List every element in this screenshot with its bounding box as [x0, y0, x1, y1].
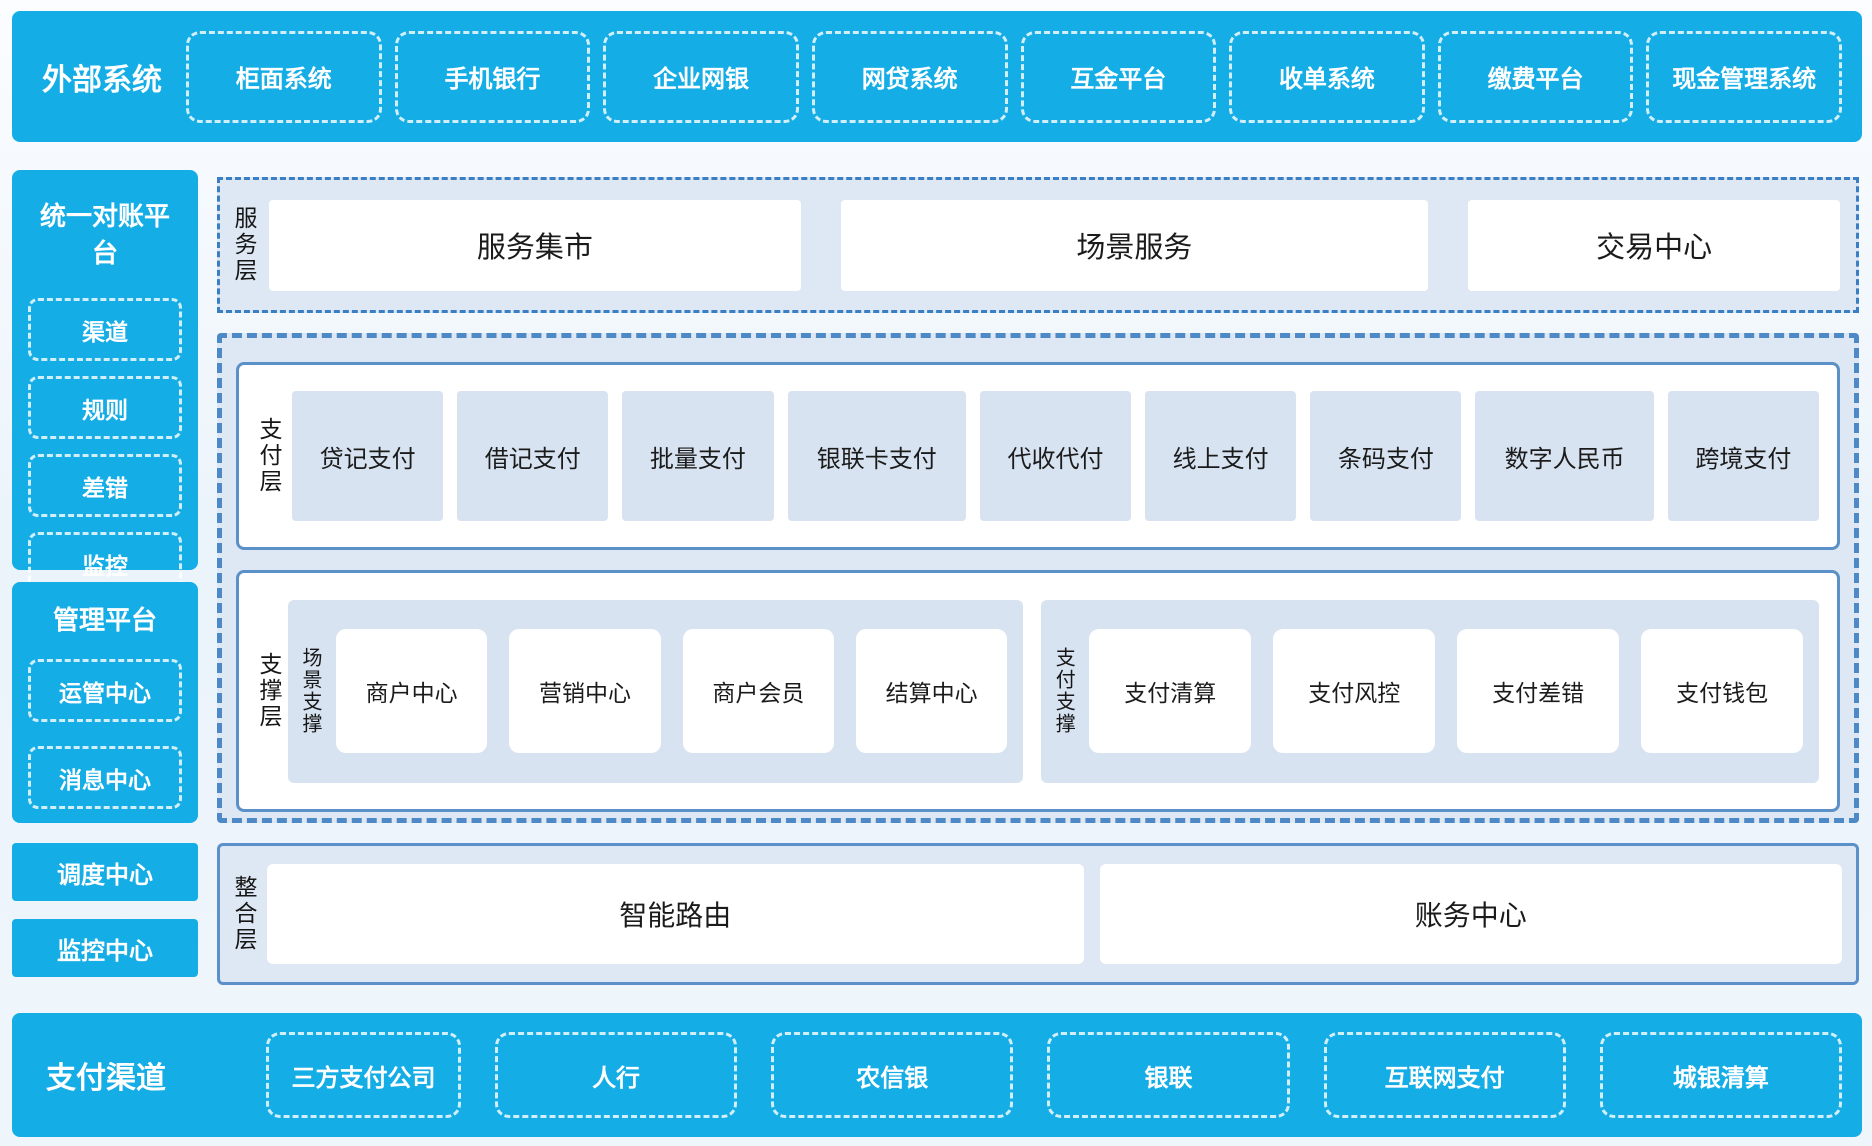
scene-support-items: 商户中心 营销中心 商户会员 结算中心 [336, 629, 1008, 753]
reconciliation-item: 渠道 [28, 298, 182, 361]
payment-item: 借记支付 [457, 391, 609, 521]
payment-channel-item: 农信银 [771, 1032, 1014, 1118]
integration-layer-label: 整合层 [231, 875, 257, 953]
payment-channels-items: 三方支付公司 人行 农信银 银联 互联网支付 城银清算 [266, 1032, 1842, 1118]
payment-item: 代收代付 [979, 391, 1132, 521]
external-system-item: 柜面系统 [186, 30, 382, 123]
payment-channels-band: 支付渠道 三方支付公司 人行 农信银 银联 互联网支付 城银清算 [12, 1013, 1862, 1137]
support-item: 支付风控 [1273, 629, 1436, 753]
payment-item: 条码支付 [1310, 391, 1462, 521]
support-item: 商户会员 [682, 629, 834, 753]
external-system-item: 现金管理系统 [1646, 30, 1842, 123]
external-system-item: 企业网银 [603, 30, 799, 123]
external-systems-band: 外部系统 柜面系统 手机银行 企业网银 网贷系统 互金平台 收单系统 缴费平台 … [12, 11, 1862, 142]
payment-support-items: 支付清算 支付风控 支付差错 支付钱包 [1089, 629, 1804, 753]
scene-support-group: 场景支撑 商户中心 营销中心 商户会员 结算中心 [288, 599, 1024, 783]
support-item: 支付钱包 [1641, 629, 1804, 753]
payment-item: 贷记支付 [292, 391, 444, 521]
management-platform-title: 管理平台 [52, 605, 157, 635]
integration-item: 账务中心 [1099, 864, 1842, 964]
integration-layer-items: 智能路由 账务中心 [267, 864, 1842, 964]
reconciliation-platform-panel: 统一对账平台 渠道 规则 差错 监控 [12, 170, 198, 595]
external-systems-title: 外部系统 [42, 63, 162, 97]
monitor-center-box: 监控中心 [12, 919, 198, 977]
external-systems-items: 柜面系统 手机银行 企业网银 网贷系统 互金平台 收单系统 缴费平台 现金管理系… [186, 30, 1842, 123]
support-item: 商户中心 [336, 629, 488, 753]
reconciliation-platform-items: 渠道 规则 差错 监控 [28, 298, 182, 595]
service-layer-label: 服务层 [231, 206, 257, 284]
external-system-item: 手机银行 [394, 30, 591, 123]
support-item: 支付差错 [1457, 629, 1620, 753]
payment-item: 批量支付 [622, 391, 774, 521]
service-item: 场景服务 [840, 199, 1429, 291]
payment-support-label: 支付支撑 [1052, 647, 1075, 735]
external-system-item: 收单系统 [1229, 30, 1425, 123]
external-system-item: 缴费平台 [1437, 30, 1634, 123]
payment-layer-label: 支付层 [256, 417, 282, 495]
support-layer-groups: 场景支撑 商户中心 营销中心 商户会员 结算中心 支付支撑 支付清算 支付风控 … [288, 599, 1819, 783]
payment-layer: 支付层 贷记支付 借记支付 批量支付 银联卡支付 代收代付 线上支付 条码支付 … [236, 362, 1840, 550]
payment-channels-title: 支付渠道 [46, 1062, 166, 1095]
reconciliation-item: 差错 [28, 454, 182, 517]
management-item: 运管中心 [28, 659, 182, 722]
payment-item: 银联卡支付 [787, 391, 966, 521]
payment-channel-item: 互联网支付 [1323, 1032, 1566, 1118]
support-layer-label: 支撑层 [256, 652, 282, 730]
service-item: 交易中心 [1468, 199, 1840, 291]
support-item: 结算中心 [855, 629, 1008, 753]
payment-layer-items: 贷记支付 借记支付 批量支付 银联卡支付 代收代付 线上支付 条码支付 数字人民… [292, 391, 1819, 521]
support-layer: 支撑层 场景支撑 商户中心 营销中心 商户会员 结算中心 支付支撑 支付清算 支… [236, 570, 1840, 812]
service-layer-items: 服务集市 场景服务 交易中心 [269, 199, 1840, 291]
support-item: 营销中心 [509, 629, 661, 753]
integration-item: 智能路由 [267, 864, 1084, 964]
service-layer: 服务层 服务集市 场景服务 交易中心 [217, 177, 1859, 313]
payment-channel-item: 三方支付公司 [266, 1032, 461, 1118]
service-item: 服务集市 [269, 199, 801, 291]
integration-layer: 整合层 智能路由 账务中心 [217, 843, 1859, 985]
external-system-item: 互金平台 [1020, 30, 1217, 123]
payment-item: 跨境支付 [1667, 391, 1819, 521]
payment-item: 线上支付 [1145, 391, 1297, 521]
support-item: 支付清算 [1089, 629, 1252, 753]
payment-item: 数字人民币 [1475, 391, 1654, 521]
external-system-item: 网贷系统 [811, 30, 1008, 123]
core-layers-container: 支付层 贷记支付 借记支付 批量支付 银联卡支付 代收代付 线上支付 条码支付 … [217, 333, 1859, 823]
reconciliation-item: 规则 [28, 376, 182, 439]
payment-channel-item: 人行 [494, 1032, 738, 1118]
scene-support-label: 场景支撑 [299, 647, 321, 735]
management-item: 消息中心 [28, 746, 182, 809]
payment-support-group: 支付支撑 支付清算 支付风控 支付差错 支付钱包 [1041, 599, 1819, 783]
payment-channel-item: 城银清算 [1599, 1032, 1842, 1118]
payment-channel-item: 银联 [1047, 1032, 1290, 1118]
reconciliation-platform-title: 统一对账平台 [39, 201, 170, 268]
management-platform-items: 运管中心 消息中心 [28, 659, 182, 809]
dispatch-center-box: 调度中心 [12, 843, 198, 901]
management-platform-panel: 管理平台 运管中心 消息中心 [12, 582, 198, 823]
